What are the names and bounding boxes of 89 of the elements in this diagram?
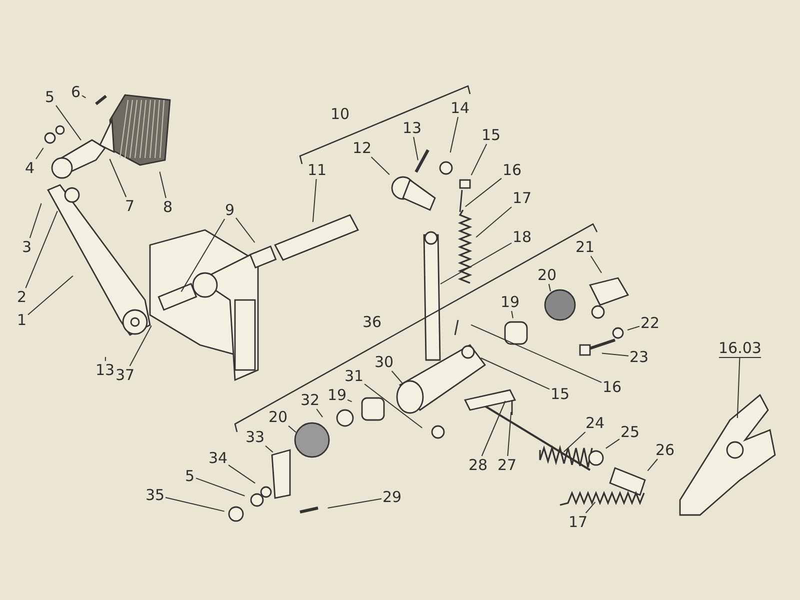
leader-line bbox=[28, 275, 74, 316]
callout-number: 27 bbox=[498, 456, 517, 474]
leader-line bbox=[196, 478, 246, 496]
callout-number: 4 bbox=[25, 159, 35, 177]
callout-number: 5 bbox=[45, 88, 55, 106]
leader-line bbox=[159, 171, 166, 198]
callout-number: 2 bbox=[17, 288, 27, 306]
callout-number: 14 bbox=[450, 99, 470, 117]
callout-number: 22 bbox=[640, 314, 660, 332]
callout-number: 5 bbox=[185, 467, 195, 485]
leader-line bbox=[391, 370, 403, 384]
callout-number: 23 bbox=[630, 348, 649, 366]
leader-line bbox=[470, 324, 602, 383]
leader-line bbox=[364, 384, 423, 428]
callout-number: 1 bbox=[17, 311, 27, 329]
leader-line bbox=[627, 326, 640, 330]
leader-line bbox=[507, 412, 512, 456]
leader-line bbox=[370, 156, 390, 176]
callout-number: 12 bbox=[352, 139, 372, 157]
leader-line bbox=[327, 498, 382, 508]
callout-number: 20 bbox=[538, 266, 557, 284]
callout-number: 11 bbox=[308, 161, 327, 179]
leader-line bbox=[470, 144, 488, 176]
callout-number: 15 bbox=[482, 126, 501, 144]
callout-number: 34 bbox=[208, 449, 228, 467]
callout-number: 26 bbox=[656, 441, 675, 459]
callout-number: 13 bbox=[96, 361, 115, 379]
callout-number: 13 bbox=[402, 119, 422, 137]
leader-line bbox=[476, 206, 512, 238]
leader-line bbox=[236, 217, 256, 243]
callout-number: 28 bbox=[468, 456, 488, 474]
leader-line bbox=[25, 210, 58, 288]
leader-line bbox=[265, 445, 274, 453]
callout-number: 15 bbox=[550, 385, 570, 403]
callout-number: 36 bbox=[362, 313, 382, 331]
leader-line bbox=[450, 116, 458, 153]
leader-line bbox=[511, 310, 514, 319]
leader-line bbox=[480, 358, 550, 390]
callout-number: 10 bbox=[330, 105, 350, 123]
callout-number: 6 bbox=[71, 83, 81, 101]
leader-line bbox=[288, 425, 296, 433]
leader-line bbox=[228, 464, 256, 484]
leader-line bbox=[440, 242, 512, 284]
callout-number: 35 bbox=[146, 486, 165, 504]
callout-number: 17 bbox=[512, 189, 532, 207]
leader-line bbox=[180, 218, 226, 292]
leader-line bbox=[647, 458, 658, 472]
callout-number: 7 bbox=[125, 197, 135, 215]
callout-number: 20 bbox=[268, 408, 288, 426]
leader-line bbox=[104, 356, 106, 362]
callout-number: 29 bbox=[382, 488, 402, 506]
callout-number: 30 bbox=[374, 353, 394, 371]
leader-line bbox=[736, 357, 740, 418]
leader-line bbox=[548, 284, 551, 292]
leader-line bbox=[481, 400, 506, 456]
callout-number: 8 bbox=[163, 198, 173, 216]
callout-number: 24 bbox=[586, 414, 605, 432]
leader-line bbox=[605, 438, 620, 449]
leader-line bbox=[347, 399, 352, 402]
callout-number: 16.03 bbox=[718, 338, 762, 358]
callout-number: 31 bbox=[344, 367, 364, 385]
leader-line bbox=[129, 325, 152, 366]
callout-number: 19 bbox=[500, 293, 520, 311]
leader-line bbox=[29, 202, 42, 238]
callout-number: 18 bbox=[512, 228, 532, 246]
callout-number: 33 bbox=[246, 428, 265, 446]
leader-line bbox=[36, 148, 44, 160]
callout-number: 3 bbox=[22, 238, 32, 256]
leader-line bbox=[56, 104, 82, 141]
callout-number: 25 bbox=[620, 423, 640, 441]
leader-line bbox=[82, 95, 86, 98]
callout-number: 16 bbox=[502, 161, 522, 179]
leader-line bbox=[464, 178, 502, 208]
callout-number: 17 bbox=[568, 513, 588, 531]
callout-number: 9 bbox=[225, 201, 235, 219]
leader-line bbox=[601, 352, 629, 356]
callout-number: 21 bbox=[576, 238, 595, 256]
leader-line bbox=[316, 408, 323, 418]
leader-line bbox=[563, 432, 586, 452]
callout-number: 19 bbox=[328, 386, 347, 404]
leader-line bbox=[590, 256, 602, 274]
callout-number: 32 bbox=[300, 391, 320, 409]
callout-number: 37 bbox=[116, 366, 135, 384]
leader-line bbox=[413, 136, 418, 161]
leader-line bbox=[165, 497, 225, 512]
callout-number: 16 bbox=[602, 378, 622, 396]
leader-line bbox=[109, 158, 127, 198]
leader-line bbox=[585, 502, 596, 514]
leader-line bbox=[312, 178, 317, 222]
